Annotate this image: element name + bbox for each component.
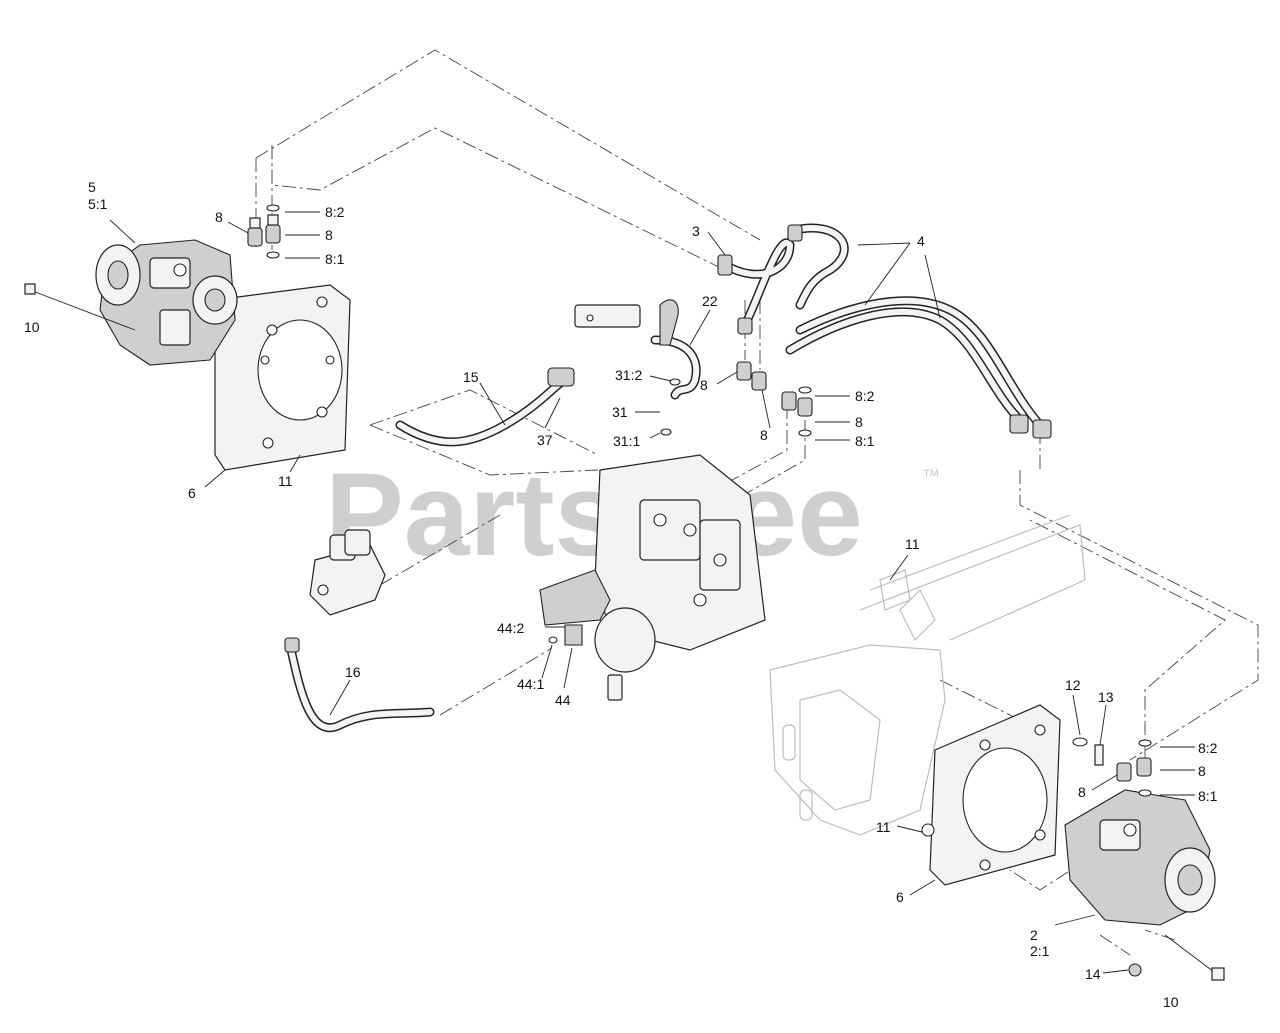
fittings-top-left <box>247 204 281 259</box>
callout-2: 2 <box>1030 927 1038 943</box>
callout-4: 4 <box>917 233 925 249</box>
callout-15: 15 <box>463 369 479 385</box>
callout-8-right-a: 8 <box>1198 763 1206 779</box>
callout-2-1: 2:1 <box>1030 943 1050 959</box>
callout-8-1-right: 8:1 <box>1198 788 1218 804</box>
callout-6-left: 6 <box>188 485 196 501</box>
watermark-trademark: ™ <box>922 466 940 486</box>
callout-3: 3 <box>692 223 700 239</box>
callout-leaders <box>109 211 1195 974</box>
fittings-center <box>574 299 813 437</box>
callout-37: 37 <box>537 432 553 448</box>
callout-8-1-top: 8:1 <box>325 251 345 267</box>
callout-16: 16 <box>345 664 361 680</box>
hose-group <box>285 223 1052 732</box>
callout-8-2-center: 8:2 <box>855 388 875 404</box>
callout-8-2-top: 8:2 <box>325 204 345 220</box>
callout-13: 13 <box>1098 689 1114 705</box>
callout-8-center-c: 8 <box>855 414 863 430</box>
callout-11-left: 11 <box>278 473 293 489</box>
callout-8-right-b: 8 <box>1078 784 1086 800</box>
callout-44: 44 <box>555 692 571 708</box>
callout-8-2-right: 8:2 <box>1198 740 1218 756</box>
callout-8-top: 8 <box>325 227 333 243</box>
callout-44-2: 44:2 <box>497 620 524 636</box>
watermark-text: PartsTree <box>325 449 863 581</box>
callout-6-right: 6 <box>896 889 904 905</box>
callout-8-center-b: 8 <box>760 427 768 443</box>
callout-14: 14 <box>1085 966 1101 982</box>
callout-22: 22 <box>702 293 718 309</box>
callout-5-1: 5:1 <box>88 196 108 212</box>
callout-5: 5 <box>88 179 96 195</box>
callout-11-center: 11 <box>905 536 920 552</box>
control-valve-left <box>284 529 386 653</box>
callout-10-right: 10 <box>1163 994 1179 1010</box>
tractor-frame-ghost <box>769 514 1086 836</box>
callout-31: 31 <box>612 404 628 420</box>
callout-8-1-center: 8:1 <box>855 433 875 449</box>
callout-12: 12 <box>1065 677 1081 693</box>
callout-11-right: 11 <box>876 819 891 835</box>
callout-8-top-left: 8 <box>215 209 223 225</box>
hydraulic-motor-right <box>921 704 1225 981</box>
callout-44-1: 44:1 <box>517 676 544 692</box>
callout-8-center-a: 8 <box>700 377 708 393</box>
hydraulic-motor-left <box>24 239 351 471</box>
callout-31-1: 31:1 <box>613 433 640 449</box>
callout-31-2: 31:2 <box>615 367 642 383</box>
hydraulic-pump-center <box>539 454 766 701</box>
callout-labels: 5 5:1 10 8 8:2 8 8:1 6 11 3 4 22 15 31:2… <box>24 179 1218 1010</box>
callout-10-left: 10 <box>24 319 40 335</box>
